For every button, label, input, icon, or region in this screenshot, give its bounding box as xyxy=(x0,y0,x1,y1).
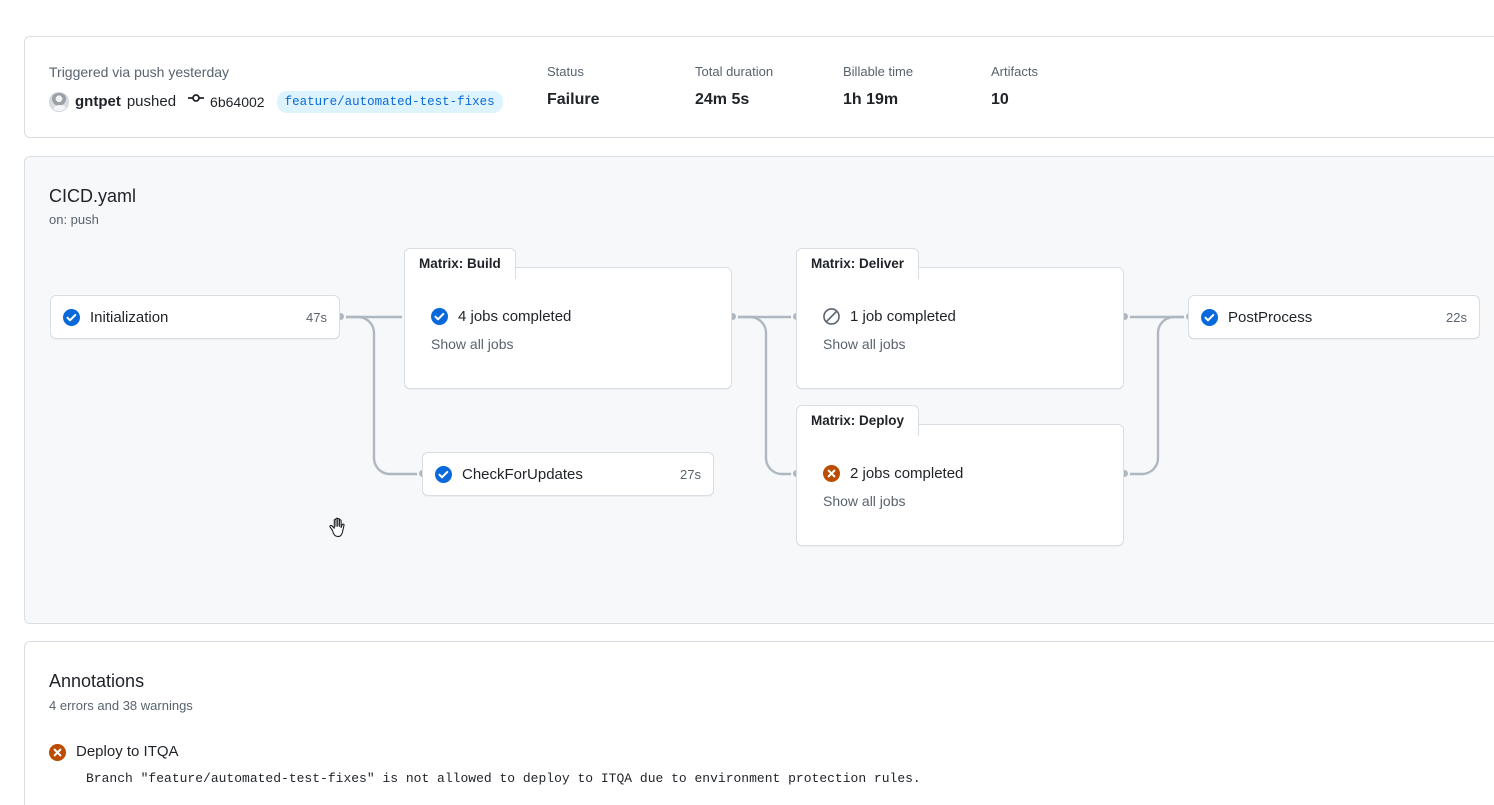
skipped-icon xyxy=(823,308,840,325)
job-duration: 22s xyxy=(1446,309,1467,325)
run-trigger-block: Triggered via push yesterday gntpet push… xyxy=(49,62,503,113)
branch-badge[interactable]: feature/automated-test-fixes xyxy=(276,90,503,113)
actor-name[interactable]: gntpet xyxy=(75,92,121,110)
show-all-jobs-link[interactable]: Show all jobs xyxy=(431,336,514,352)
job-duration: 47s xyxy=(306,309,327,325)
success-check-icon xyxy=(63,308,80,326)
stat-label: Status xyxy=(547,64,584,79)
annotation-body: Deploy to ITQA Branch "feature/automated… xyxy=(76,742,921,788)
success-check-icon xyxy=(1201,308,1218,326)
group-status-text: 2 jobs completed xyxy=(850,465,964,482)
annotation-name: Deploy to ITQA xyxy=(76,743,179,760)
success-check-icon xyxy=(431,308,448,325)
job-label: PostProcess xyxy=(1228,308,1313,326)
stat-total-duration: Total duration 24m 5s xyxy=(695,62,843,111)
workflow-title: CICD.yaml xyxy=(49,186,137,206)
group-status-text: 4 jobs completed xyxy=(458,308,572,325)
group-status-row: 2 jobs completed xyxy=(823,465,1123,482)
stat-value: 1h 19m xyxy=(843,91,899,108)
stat-value: 10 xyxy=(991,91,1009,108)
group-node-matrix-build[interactable]: Matrix: Build 4 jobs completed Show all … xyxy=(404,248,732,389)
annotation-item[interactable]: Deploy to ITQA Branch "feature/automated… xyxy=(49,742,921,788)
show-all-jobs-link[interactable]: Show all jobs xyxy=(823,493,906,509)
actor-line: gntpet pushed 6b64002 feature/automated-… xyxy=(49,90,503,113)
annotations-card: Annotations 4 errors and 38 warnings Dep… xyxy=(24,641,1494,805)
group-body: 2 jobs completed Show all jobs xyxy=(797,425,1123,545)
group-status-row: 4 jobs completed xyxy=(431,308,731,325)
job-label: Initialization xyxy=(90,308,169,326)
job-node-checkforupdates[interactable]: CheckForUpdates 27s xyxy=(422,452,714,496)
avatar xyxy=(49,91,69,112)
group-tab-label: Matrix: Build xyxy=(404,248,526,279)
show-all-jobs-link[interactable]: Show all jobs xyxy=(823,336,906,352)
failure-x-icon xyxy=(49,744,66,761)
group-tab-label: Matrix: Deliver xyxy=(796,248,930,279)
job-node-initialization[interactable]: Initialization 47s xyxy=(50,295,340,339)
graph-edges xyxy=(339,315,1192,476)
action-text: pushed xyxy=(126,92,177,110)
stat-label: Total duration xyxy=(695,64,774,79)
stat-artifacts: Artifacts 10 xyxy=(991,62,1139,111)
success-check-icon xyxy=(435,465,452,483)
group-node-matrix-deploy[interactable]: Matrix: Deploy 2 jobs completed Show all… xyxy=(796,405,1124,546)
group-node-matrix-deliver[interactable]: Matrix: Deliver 1 job completed Show all… xyxy=(796,248,1124,389)
failure-x-icon xyxy=(823,465,840,482)
annotations-summary: 4 errors and 38 warnings xyxy=(49,698,193,713)
annotations-title: Annotations xyxy=(49,671,145,691)
workflow-trigger: on: push xyxy=(49,212,99,227)
stat-status: Status Failure xyxy=(547,62,695,111)
group-status-row: 1 job completed xyxy=(823,308,1123,325)
job-node-postprocess[interactable]: PostProcess 22s xyxy=(1188,295,1480,339)
trigger-text: Triggered via push yesterday xyxy=(49,64,230,80)
grab-hand-cursor xyxy=(326,514,352,542)
annotation-message: Branch "feature/automated-test-fixes" is… xyxy=(86,771,921,786)
run-summary-card: Triggered via push yesterday gntpet push… xyxy=(24,36,1494,138)
workflow-graph-card: CICD.yaml on: push xyxy=(24,156,1494,624)
run-stats: Status Failure Total duration 24m 5s Bil… xyxy=(547,62,1139,111)
job-label: CheckForUpdates xyxy=(462,465,583,483)
stat-value: 24m 5s xyxy=(695,91,750,108)
stat-label: Artifacts xyxy=(991,64,1038,79)
git-commit-icon xyxy=(187,90,205,113)
commit-sha[interactable]: 6b64002 xyxy=(210,93,265,110)
job-duration: 27s xyxy=(680,466,701,482)
group-status-text: 1 job completed xyxy=(850,308,956,325)
group-body: 4 jobs completed Show all jobs xyxy=(405,268,731,388)
stat-value: Failure xyxy=(547,91,600,108)
group-tab-label: Matrix: Deploy xyxy=(796,405,930,436)
stat-billable-time: Billable time 1h 19m xyxy=(843,62,991,111)
stat-label: Billable time xyxy=(843,64,914,79)
group-body: 1 job completed Show all jobs xyxy=(797,268,1123,388)
